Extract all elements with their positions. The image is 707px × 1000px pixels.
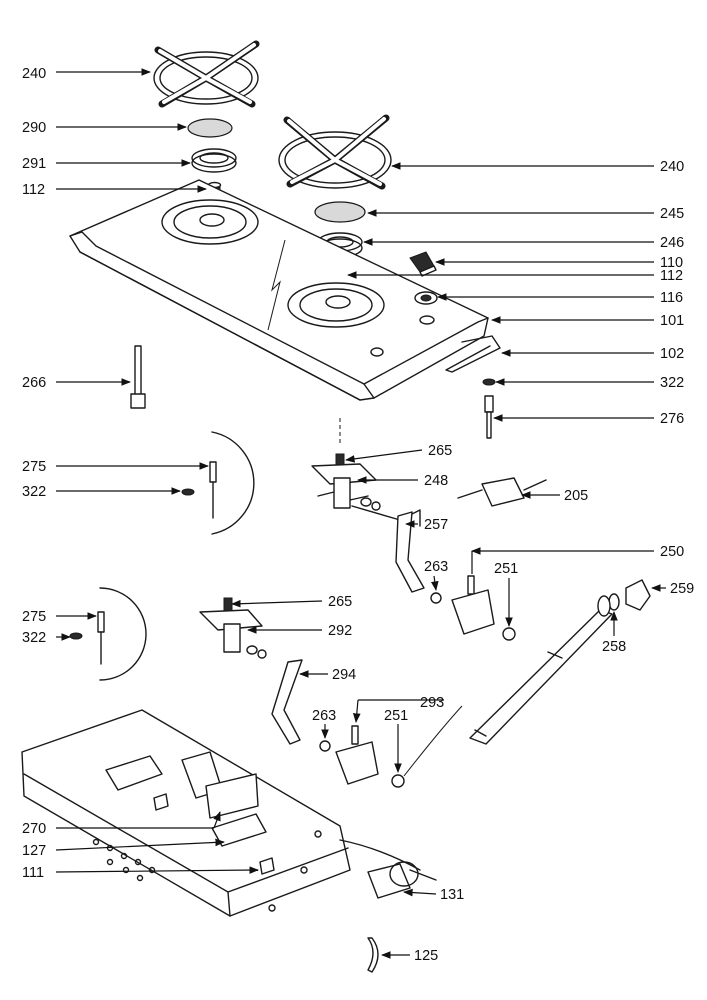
label-270: 270 [22,821,46,837]
label-125: 125 [414,948,438,964]
pan-support-right [278,114,392,190]
knob-bezel [414,291,438,305]
gas-manifold-lower [199,597,267,659]
cable-clip [367,937,379,973]
label-240-left: 240 [22,66,46,82]
label-263-lower: 263 [312,708,336,724]
label-101: 101 [660,313,684,329]
label-294: 294 [332,667,356,683]
leader-lines [55,68,666,959]
label-265-upper: 265 [428,443,452,459]
label-275-lower: 275 [22,609,46,625]
label-251-upper: 251 [494,561,518,577]
label-246: 246 [660,235,684,251]
main-gas-pipe [469,609,613,745]
gas-tap-lower [319,725,379,785]
terminal-block [339,839,437,899]
burner-cap-small [187,118,233,138]
label-258: 258 [602,639,626,655]
label-102: 102 [660,346,684,362]
label-292: 292 [328,623,352,639]
label-131: 131 [440,887,464,903]
label-291: 291 [22,156,46,172]
thermocouple-right [482,378,496,439]
washer-lower [391,774,405,788]
label-276: 276 [660,411,684,427]
label-263-upper: 263 [424,559,448,575]
label-112-left: 112 [22,182,45,198]
fixing-bracket [130,345,146,409]
label-259: 259 [670,581,694,597]
inlet-elbow [597,579,651,617]
label-245: 245 [660,206,684,222]
label-240-right: 240 [660,159,684,175]
label-250: 250 [660,544,684,560]
label-293: 293 [420,695,444,711]
detail-callout-upper [211,431,255,535]
burner-crown-small [191,148,237,173]
label-248: 248 [424,473,448,489]
washer-upper [502,627,516,641]
label-257: 257 [424,517,448,533]
label-266: 266 [22,375,46,391]
control-knob [409,251,437,277]
burner-cap-large [314,201,366,223]
hob-base-tray [21,709,351,917]
label-322-top: 322 [660,375,684,391]
hob-top [69,179,489,401]
label-127: 127 [22,843,46,859]
pan-support-left [153,40,260,108]
gas-tube-lower [271,659,303,745]
thermocouple-detail-lower [69,611,105,665]
label-290: 290 [22,120,46,136]
label-110: 110 [660,255,683,271]
label-116: 116 [660,290,683,306]
label-111: 111 [22,865,44,881]
thermocouple-detail-upper [181,461,217,519]
label-322-lower: 322 [22,630,46,646]
detail-callout-lower [99,587,147,681]
hob-seal [445,335,501,373]
part-labels: 240 290 291 112 240 245 246 110 112 116 … [22,66,694,964]
label-265-lower: 265 [328,594,352,610]
gas-tap-upper [430,575,495,635]
label-112-right: 112 [660,268,683,284]
label-275-upper: 275 [22,459,46,475]
spark-generator [457,477,547,507]
label-322-upper: 322 [22,484,46,500]
label-205: 205 [564,488,588,504]
label-251-lower: 251 [384,708,408,724]
gas-tube-upper [395,511,425,593]
